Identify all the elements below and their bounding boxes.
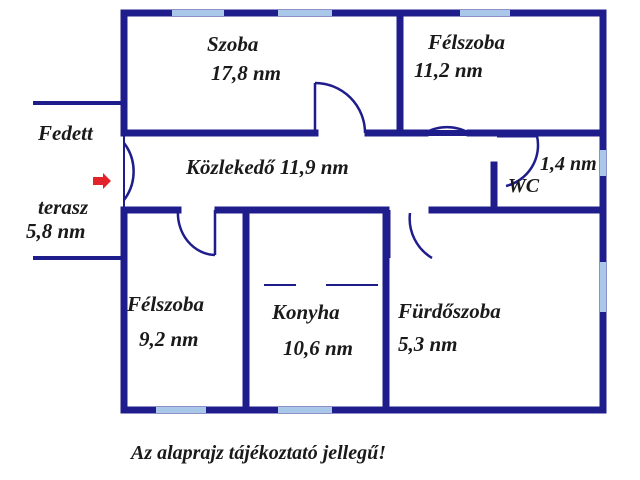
door-felszoba-bottom xyxy=(176,209,217,257)
room-konyha-label: Konyha xyxy=(271,300,340,324)
room-felszoba-bottom-area: 9,2 nm xyxy=(139,327,199,351)
terrace-lines xyxy=(33,101,124,260)
terrace-label-fedett: Fedett xyxy=(37,121,94,145)
window-felszoba-top xyxy=(460,10,510,16)
door-felszoba-top xyxy=(424,125,470,136)
interior-walls xyxy=(120,9,607,414)
entry-arrow-icon xyxy=(93,173,111,189)
terrace-label-terasz: terasz xyxy=(38,195,89,219)
door-furdo xyxy=(387,210,433,260)
room-furdoszoba-label: Fürdőszoba xyxy=(397,299,501,323)
room-furdoszoba-area: 5,3 nm xyxy=(398,332,458,356)
windows xyxy=(156,10,606,413)
room-szoba-label: Szoba xyxy=(207,32,258,56)
window-konyha xyxy=(278,407,332,413)
window-felszoba-bottom xyxy=(156,407,206,413)
disclaimer-note: Az alaprajz tájékoztató jellegű! xyxy=(129,442,386,464)
room-konyha-area: 10,6 nm xyxy=(283,336,353,360)
door-entrance xyxy=(122,133,135,210)
room-szoba-area: 17,8 nm xyxy=(211,61,281,85)
room-wc-label: WC xyxy=(508,175,540,197)
room-felszoba-top-area: 11,2 nm xyxy=(414,58,483,82)
doors xyxy=(122,81,540,260)
door-szoba xyxy=(313,81,367,134)
terrace-area: 5,8 nm xyxy=(26,219,86,243)
window-szoba xyxy=(172,10,224,16)
room-wc-area: 1,4 nm xyxy=(540,153,597,175)
room-felszoba-top-label: Félszoba xyxy=(427,30,505,54)
room-felszoba-bottom-label: Félszoba xyxy=(126,292,204,316)
window-wc xyxy=(600,150,606,176)
window-szoba-2 xyxy=(278,10,332,16)
window-furdo xyxy=(600,262,606,312)
room-kozlekedo-label: Közlekedő 11,9 nm xyxy=(185,155,349,179)
door-wc xyxy=(497,134,540,188)
